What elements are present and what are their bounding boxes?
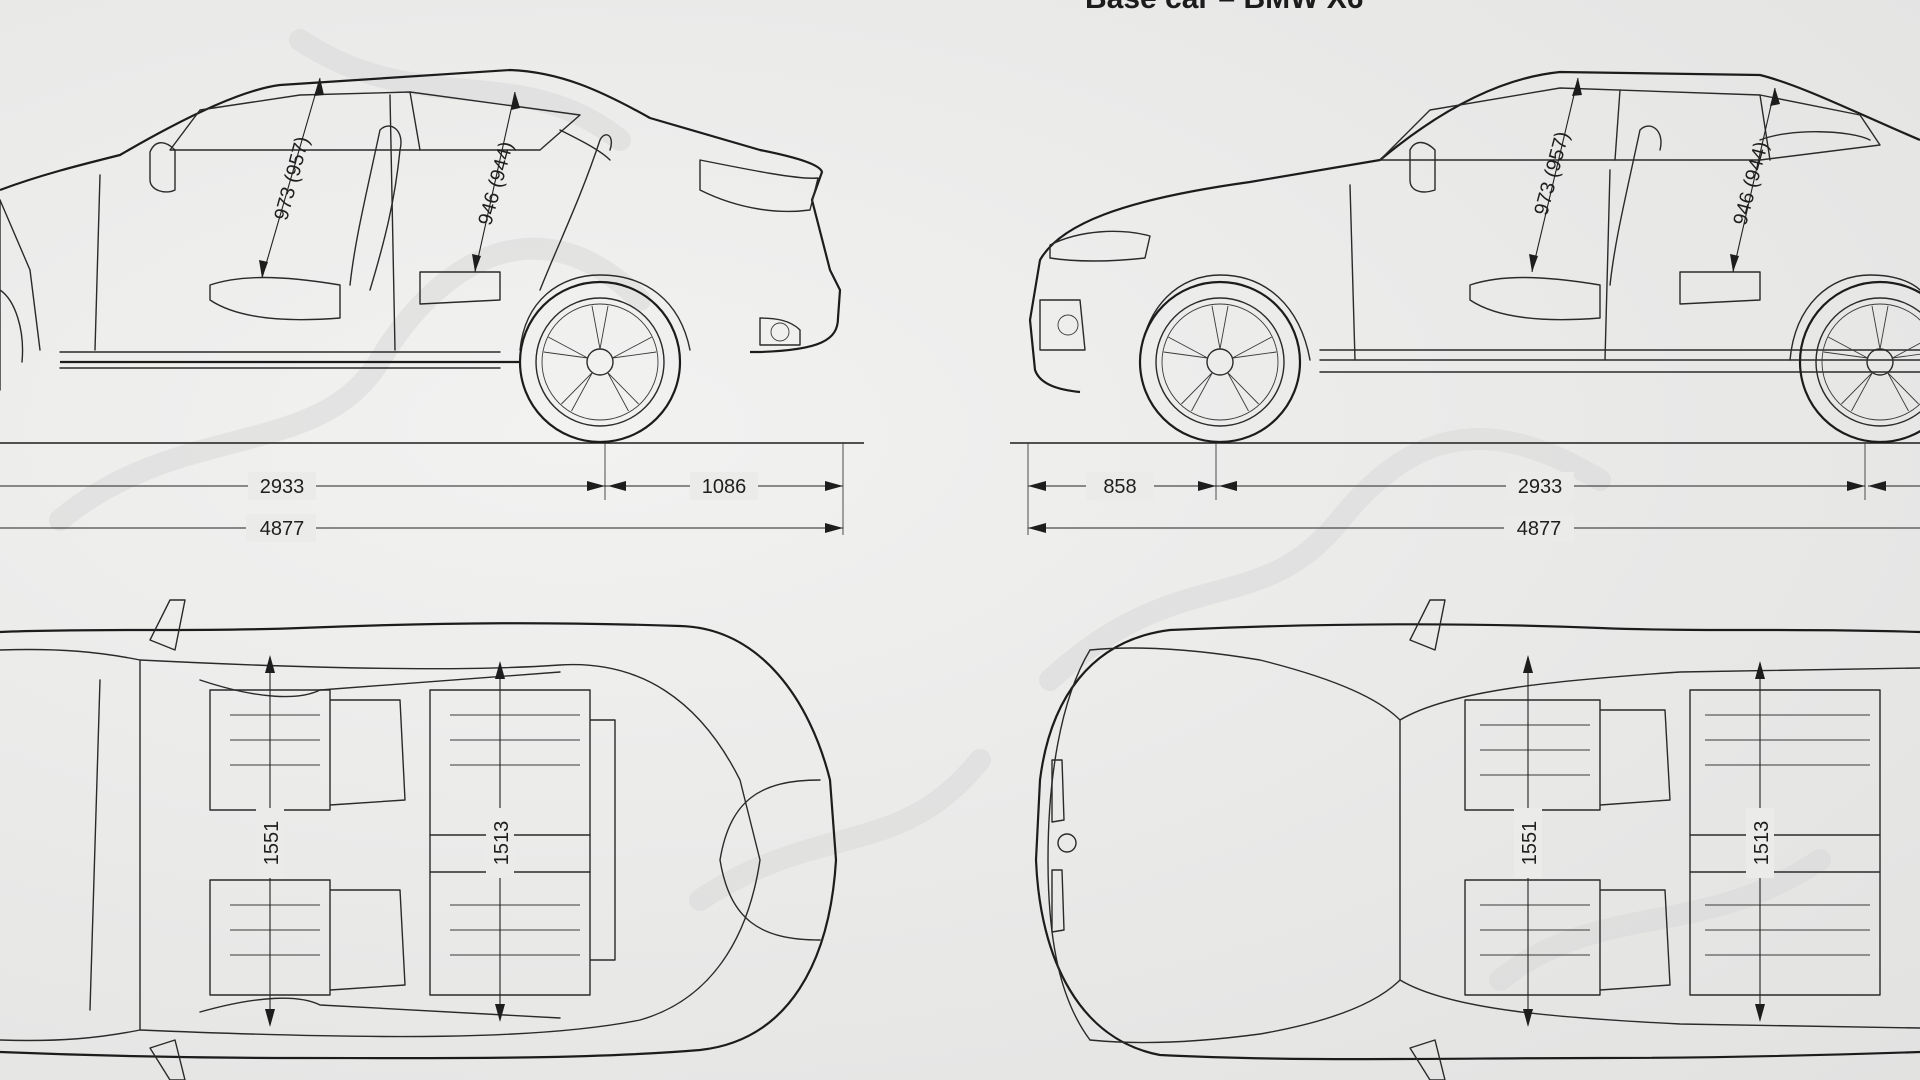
side-left-rear-wheel bbox=[518, 280, 682, 444]
top-view-right: 1551 1513 bbox=[1034, 599, 1920, 1080]
top-left-mirror-upper bbox=[149, 599, 186, 651]
side-right-length-label: 4877 bbox=[1517, 518, 1562, 540]
top-right-mirror-upper bbox=[1409, 599, 1446, 651]
top-view-left: 1551 1513 bbox=[0, 599, 838, 1080]
top-left-mirror-lower bbox=[149, 1039, 186, 1080]
side-left-front-headroom: 973 (957) bbox=[259, 77, 324, 279]
top-left-rear-width-label: 1513 bbox=[491, 821, 513, 866]
diagram-title: Base car – BMW X6 bbox=[1085, 0, 1363, 16]
paper-texture bbox=[49, 29, 1831, 991]
side-left-wheelbase-label: 2933 bbox=[260, 476, 305, 498]
side-right-body bbox=[1028, 70, 1920, 394]
top-right-front-width-label: 1551 bbox=[1519, 821, 1541, 866]
side-view-right: 973 (957) 946 (944) bbox=[1010, 70, 1920, 542]
top-right-rear-width-dim: 1513 bbox=[1746, 661, 1774, 1022]
side-right-rear-headroom-label: 946 (944) bbox=[1729, 139, 1772, 227]
top-right-badge bbox=[1057, 833, 1077, 853]
side-left-length-dims: 2933 1086 4877 bbox=[0, 443, 844, 542]
side-right-overhang-label: 858 bbox=[1103, 476, 1136, 498]
top-left-body bbox=[0, 599, 838, 1080]
top-right-seats bbox=[1464, 689, 1881, 996]
side-left-front-wheel-edge bbox=[0, 289, 24, 363]
top-right-kidney-grille bbox=[1051, 759, 1065, 933]
top-right-front-width-dim: 1551 bbox=[1514, 655, 1542, 1027]
side-right-length-dims: 858 2933 4877 bbox=[1027, 443, 1920, 542]
side-right-wheelbase-label: 2933 bbox=[1518, 476, 1563, 498]
side-right-rear-wheel bbox=[1798, 280, 1920, 444]
top-left-rear-width-dim: 1513 bbox=[486, 661, 514, 1022]
side-right-front-headroom: 973 (957) bbox=[1529, 77, 1582, 273]
top-left-front-width-label: 1551 bbox=[261, 821, 283, 866]
top-left-front-width-dim: 1551 bbox=[256, 655, 284, 1027]
top-left-seats bbox=[209, 689, 616, 996]
side-left-overhang-label: 1086 bbox=[702, 476, 747, 498]
side-right-front-wheel bbox=[1138, 280, 1302, 444]
top-right-rear-width-label: 1513 bbox=[1751, 821, 1773, 866]
side-left-length-label: 4877 bbox=[260, 518, 305, 540]
side-left-front-headroom-label: 973 (957) bbox=[270, 134, 313, 222]
side-left-body bbox=[0, 68, 842, 391]
side-right-front-headroom-label: 973 (957) bbox=[1530, 129, 1573, 217]
top-right-body bbox=[1034, 599, 1920, 1080]
side-left-rear-headroom-label: 946 (944) bbox=[474, 139, 517, 227]
side-right-rear-headroom: 946 (944) bbox=[1729, 87, 1780, 273]
top-right-mirror-lower bbox=[1409, 1039, 1446, 1080]
